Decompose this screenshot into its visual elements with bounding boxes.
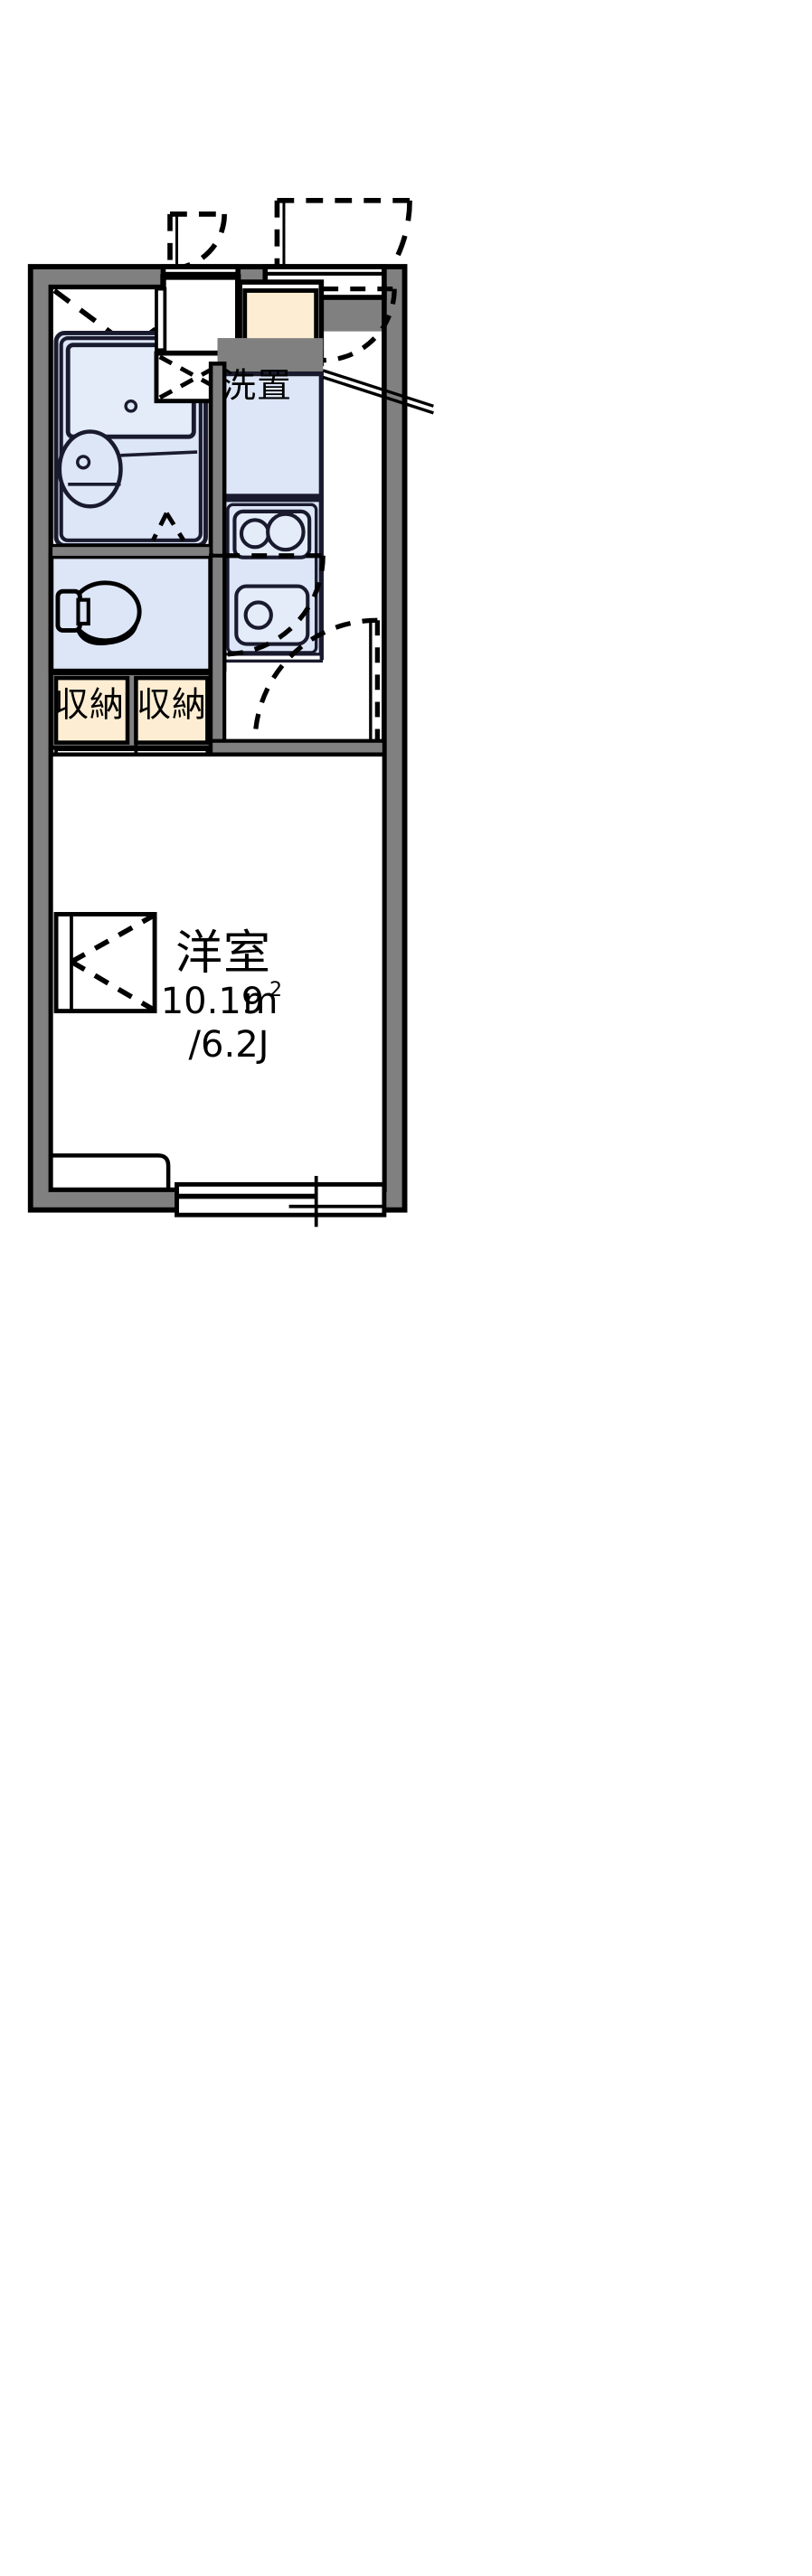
cabinet-door-swing xyxy=(323,286,397,363)
entry-hall xyxy=(209,553,386,757)
main-room-area-unit: m xyxy=(243,981,279,1022)
main-room-label: 洋室 xyxy=(175,926,271,981)
main-room-jo: /6.2J xyxy=(189,1024,269,1066)
main-room-area-superscript: 2 xyxy=(269,979,282,1001)
bath-toilet-wall xyxy=(49,543,212,559)
kitchen-counter xyxy=(220,497,324,663)
main-room-area-value: 10.19 xyxy=(161,981,265,1022)
main-room-area xyxy=(49,752,387,1192)
storage-left-label: 収納 xyxy=(54,685,125,725)
toilet-room xyxy=(48,552,213,674)
storage-right-label: 収納 xyxy=(137,685,207,725)
room-labels: 洗置 収納 収納 洋室 10.19 m 2 /6.2J xyxy=(54,366,292,1067)
hall-door-swings xyxy=(224,553,380,743)
range-hood-line xyxy=(322,369,434,415)
laundry-label: 洗置 xyxy=(222,366,292,406)
balcony-sliding-door xyxy=(175,1175,387,1227)
main-room-area-line: 10.19 m 2 xyxy=(161,979,282,1022)
